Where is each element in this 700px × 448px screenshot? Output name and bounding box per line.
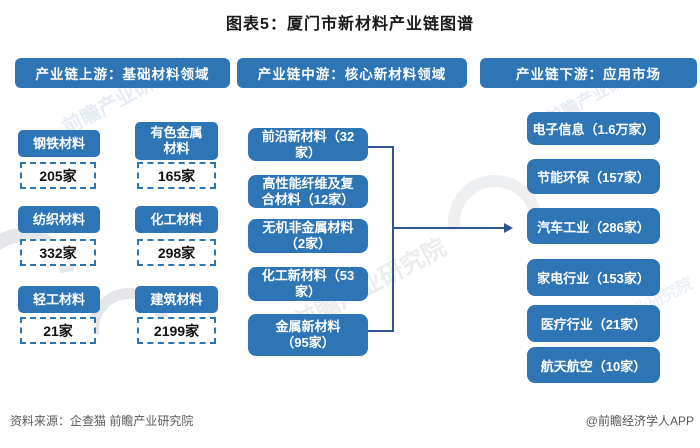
upstream-count-light-industry: 21家 [20,317,96,344]
downstream-box-medical: 医疗行业（21家） [527,305,660,342]
header-upstream: 产业链上游：基础材料领域 [15,58,230,88]
upstream-count-steel: 205家 [20,162,96,189]
figure-title: 图表5：厦门市新材料产业链图谱 [226,16,474,33]
midstream-box-new-chemical: 化工新材料（53 家） [248,267,368,301]
midstream-box-inorganic-nonmetal: 无机非金属材料 （2家） [248,219,368,253]
downstream-box-electronics: 电子信息（1.6万家） [527,112,660,145]
downstream-box-aerospace: 航天航空（10家） [527,347,660,383]
downstream-box-automotive: 汽车工业（286家） [527,208,660,244]
midstream-box-fiber-composites: 高性能纤维及复 合材料（12家） [248,175,368,208]
header-downstream: 产业链下游：应用市场 [480,58,697,88]
downstream-box-home-appliance: 家电行业（153家） [527,259,660,296]
upstream-count-construction: 2199家 [137,317,216,344]
upstream-count-nonferrous: 165家 [137,162,216,189]
flow-arrow-shaft [392,227,506,229]
upstream-box-construction: 建筑材料 [135,286,218,313]
upstream-count-chemical: 298家 [137,239,216,266]
upstream-count-textile: 332家 [20,239,96,266]
data-source-note: 资料来源：企查猫 前瞻产业研究院 [10,414,194,428]
flow-arrow-head-icon [504,223,513,233]
upstream-box-textile: 纺织材料 [18,206,100,233]
upstream-box-steel: 钢铁材料 [18,130,100,157]
header-midstream: 产业链中游：核心新材料领域 [237,58,467,88]
downstream-box-energy-saving: 节能环保（157家） [527,159,660,194]
credit-note: @前瞻经济学人APP [585,414,694,428]
midstream-bracket-top [368,146,394,148]
upstream-box-light-industry: 轻工材料 [18,286,100,313]
midstream-box-new-metal: 金属新材料 （95家） [248,314,368,356]
midstream-bracket-bottom [368,330,394,332]
midstream-bracket-vertical [392,146,394,332]
upstream-box-nonferrous: 有色金属 材料 [135,122,218,160]
upstream-box-chemical: 化工材料 [135,206,218,233]
midstream-box-frontier-materials: 前沿新材料（32 家） [248,128,368,161]
